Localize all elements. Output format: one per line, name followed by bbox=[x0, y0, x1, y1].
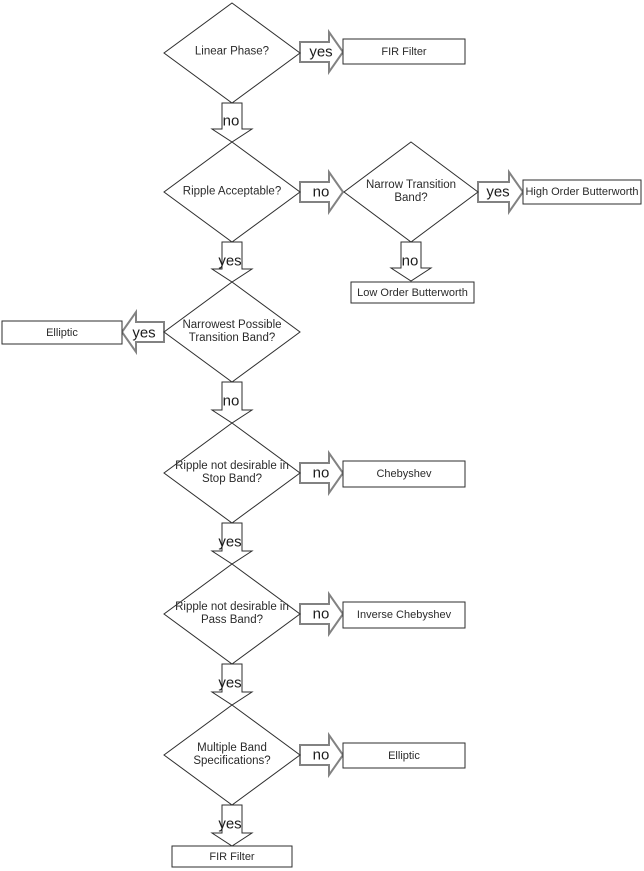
result-fir-filter-top-label: FIR Filter bbox=[381, 45, 427, 58]
branch-label-narrow-transition-no: no bbox=[401, 252, 419, 270]
decision-ripple-stop-band-label: Ripple not desirable in Stop Band? bbox=[175, 460, 289, 485]
decision-narrowest-possible-label: Narrowest Possible Transition Band? bbox=[182, 319, 282, 344]
decision-ripple-pass-band-shape bbox=[163, 563, 301, 665]
branch-arrow-narrow-transition-no bbox=[389, 241, 433, 282]
branch-arrow-multiple-band-yes bbox=[210, 804, 254, 847]
result-fir-filter-top-shape bbox=[342, 38, 466, 65]
decision-multiple-band-shape bbox=[163, 704, 301, 806]
branch-arrow-ripple-pass-no bbox=[299, 590, 345, 638]
result-low-order-butterworth-shape bbox=[350, 281, 475, 304]
branch-arrow-narrowest-possible-no bbox=[210, 381, 254, 424]
result-fir-filter-bottom-label: FIR Filter bbox=[209, 850, 255, 863]
branch-arrow-ripple-pass-yes bbox=[210, 663, 254, 706]
branch-arrow-ripple-stop-yes bbox=[210, 522, 254, 565]
result-inverse-chebyshev-shape bbox=[342, 601, 466, 629]
branch-label-narrowest-possible-yes: yes bbox=[132, 324, 156, 342]
branch-label-narrow-transition-yes: yes bbox=[486, 183, 510, 201]
branch-arrow-ripple-acceptable-yes bbox=[210, 241, 254, 283]
branch-label-ripple-acceptable-yes: yes bbox=[218, 252, 242, 270]
decision-ripple-acceptable-label: Ripple Acceptable? bbox=[182, 185, 282, 198]
branch-label-narrowest-possible-no: no bbox=[222, 392, 240, 410]
decision-narrow-transition-band-shape bbox=[343, 141, 479, 243]
branch-arrow-ripple-stop-no bbox=[299, 449, 345, 497]
result-high-order-butterworth-shape bbox=[522, 179, 642, 205]
result-elliptic-right-label: Elliptic bbox=[388, 749, 420, 762]
result-chebyshev-label: Chebyshev bbox=[376, 468, 432, 480]
branch-arrow-multiple-band-no bbox=[299, 731, 345, 779]
result-low-order-butterworth-label: Low Order Butterworth bbox=[357, 286, 468, 299]
branch-label-multiple-band-no: no bbox=[312, 746, 330, 764]
decision-linear-phase-shape bbox=[163, 2, 301, 104]
branch-label-linear-phase-no: no bbox=[222, 112, 240, 130]
result-elliptic-left-shape bbox=[1, 320, 123, 345]
decision-ripple-pass-band-label: Ripple not desirable in Pass Band? bbox=[175, 601, 289, 626]
result-fir-filter-bottom-shape bbox=[171, 845, 293, 868]
branch-label-ripple-acceptable-no: no bbox=[312, 183, 330, 201]
result-elliptic-right-shape bbox=[342, 742, 466, 769]
branch-label-ripple-stop-yes: yes bbox=[218, 533, 242, 551]
result-high-order-butterworth-label: High Order Butterworth bbox=[525, 186, 639, 198]
decision-narrowest-possible-shape bbox=[163, 281, 301, 383]
branch-arrow-linear-phase-no bbox=[210, 102, 254, 143]
branch-label-multiple-band-yes: yes bbox=[218, 815, 242, 833]
branch-label-ripple-pass-no: no bbox=[312, 605, 330, 623]
decision-ripple-acceptable-shape bbox=[163, 141, 301, 243]
decision-ripple-stop-band-shape bbox=[163, 422, 301, 524]
branch-arrow-narrow-transition-yes bbox=[477, 168, 525, 216]
branch-label-linear-phase-yes: yes bbox=[309, 43, 333, 61]
branch-label-ripple-stop-no: no bbox=[312, 464, 330, 482]
decision-multiple-band-label: Multiple Band Specifications? bbox=[193, 742, 271, 767]
result-elliptic-left-label: Elliptic bbox=[46, 326, 78, 339]
branch-arrow-linear-phase-yes bbox=[299, 28, 345, 76]
result-inverse-chebyshev-label: Inverse Chebyshev bbox=[356, 609, 452, 621]
result-chebyshev-shape bbox=[342, 460, 466, 488]
decision-narrow-transition-band-label: Narrow Transition Band? bbox=[365, 179, 457, 204]
branch-arrow-narrowest-possible-yes bbox=[120, 308, 165, 356]
branch-label-ripple-pass-yes: yes bbox=[218, 674, 242, 692]
decision-linear-phase-label: Linear Phase? bbox=[194, 45, 270, 58]
branch-arrow-ripple-acceptable-no bbox=[299, 168, 345, 216]
